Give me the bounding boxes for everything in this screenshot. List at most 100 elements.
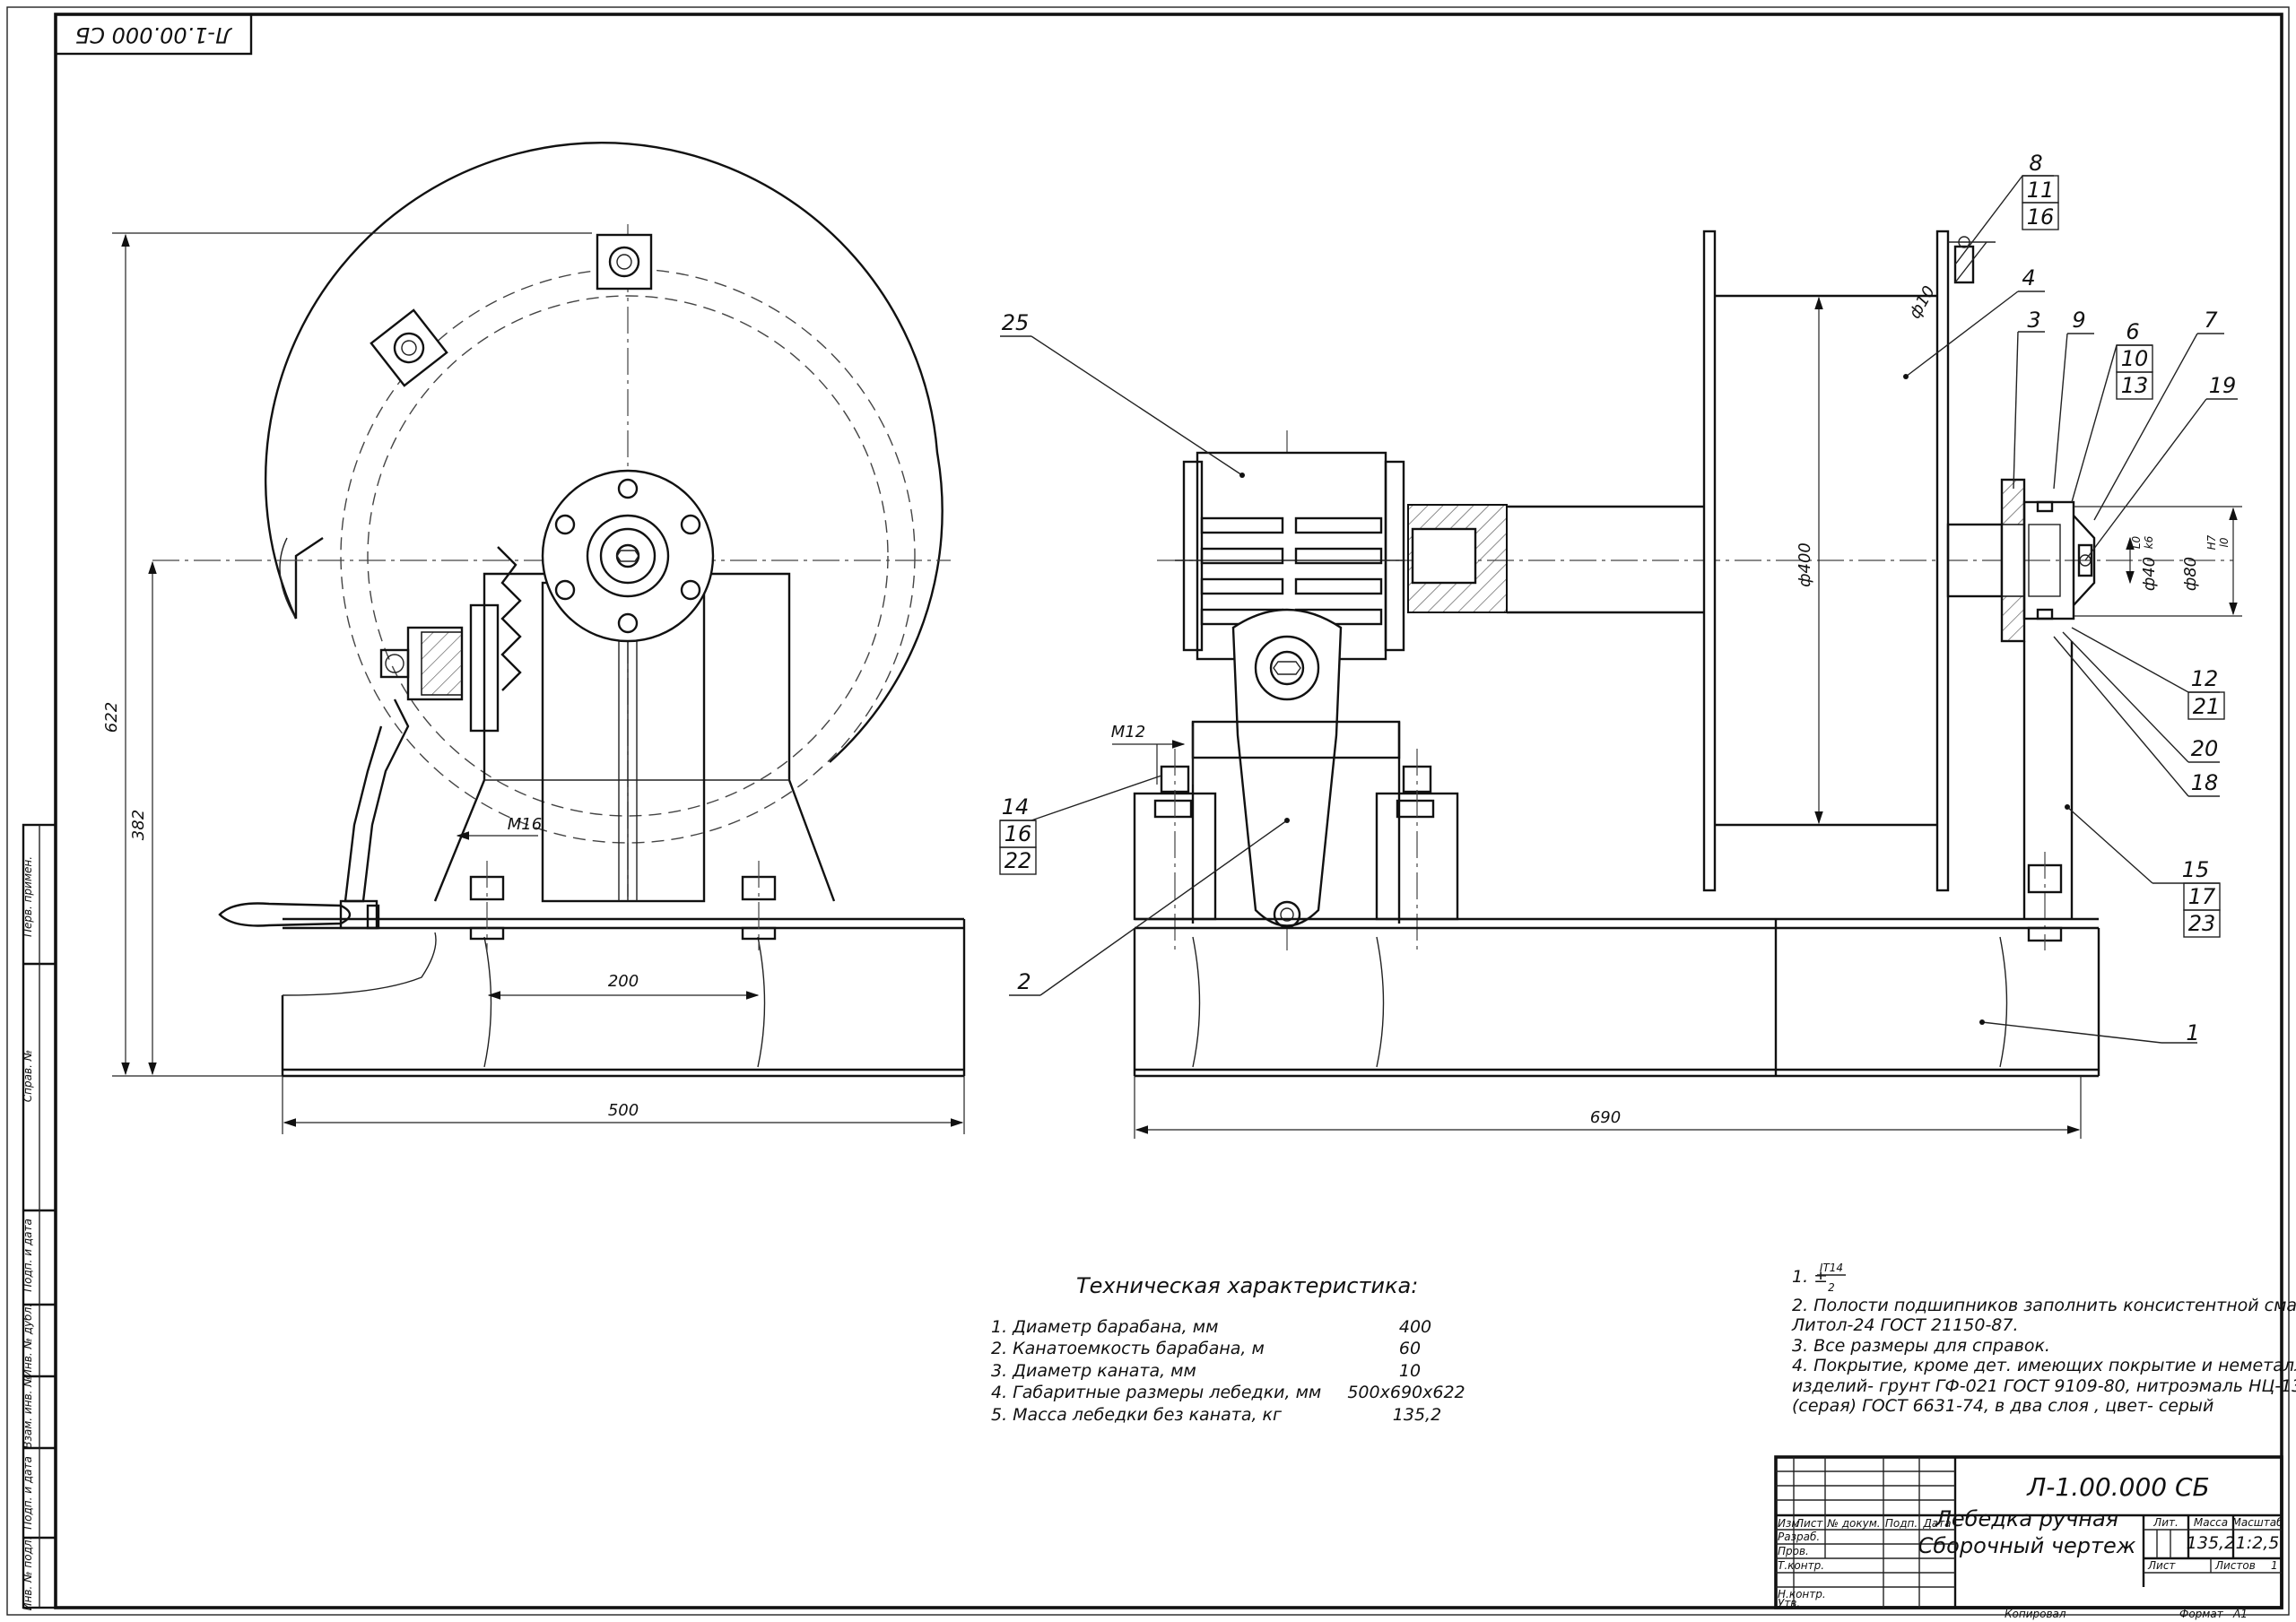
corner-designation: Л-1.00.000 СБ xyxy=(75,22,232,48)
tech-spec-row: 2. Канатоемкость барабана, м 60 xyxy=(991,1339,1421,1358)
dim-overall-height: 622 xyxy=(102,702,121,733)
tech-spec-label: 5. Масса лебедки без каната, кг xyxy=(991,1405,1283,1425)
tb-format: А1 xyxy=(2232,1608,2248,1620)
dim-bolt-spacing: 200 xyxy=(608,972,639,991)
pos-23: 23 xyxy=(2188,911,2216,936)
pos-15: 15 xyxy=(2182,857,2210,882)
note-1-den: 2 xyxy=(1828,1281,1835,1294)
pos-16a: 16 xyxy=(2027,204,2055,230)
tb-mass: 135,2 xyxy=(2187,1533,2235,1553)
tb-row-tkontr: Т.контр. xyxy=(1778,1559,1824,1572)
tech-spec-value: 60 xyxy=(1399,1339,1421,1358)
sheet-frame xyxy=(6,6,2290,1616)
tb-sheets-label: Листов xyxy=(2214,1559,2256,1572)
tech-spec-label: 3. Диаметр каната, мм xyxy=(991,1361,1196,1381)
stamp-podp-data-1: Подп. и дата xyxy=(22,1219,34,1292)
front-view: 622 382 500 200 M16 xyxy=(102,142,966,1134)
pos-11: 11 xyxy=(2027,178,2055,203)
tb-hdr-scale: Масштаб xyxy=(2231,1516,2283,1529)
tb-name-line2: Сборочный чертеж xyxy=(1918,1533,2136,1558)
note-line: (серая) ГОСТ 6631-74, в два слоя , цвет-… xyxy=(1792,1396,2213,1416)
tb-copied: Копировал xyxy=(2005,1608,2066,1620)
tb-col-date: Дата xyxy=(1922,1517,1951,1530)
technical-notes: 1. ± IT14 2 2. Полости подшипников запол… xyxy=(1791,1262,2296,1416)
tb-col-list: Лист xyxy=(1795,1517,1823,1530)
tb-name-line1: Лебедка ручная xyxy=(1935,1506,2118,1531)
note-1-prefix: 1. ± xyxy=(1792,1267,1828,1287)
tech-spec: Техническая характеристика: 1. Диаметр б… xyxy=(991,1273,1465,1425)
tech-spec-value: 135,2 xyxy=(1393,1405,1441,1425)
tech-spec-row: 5. Масса лебедки без каната, кг 135,2 xyxy=(991,1405,1441,1425)
dim-width-front: 500 xyxy=(608,1101,639,1120)
pos-3: 3 xyxy=(2027,308,2040,333)
flange-bolts xyxy=(554,478,701,634)
tech-spec-row: 4. Габаритные размеры лебедки, мм 500x69… xyxy=(991,1383,1465,1402)
tech-spec-value: 10 xyxy=(1399,1361,1421,1381)
stamp-inv-podl: Инв. № подл. xyxy=(22,1537,34,1611)
dim-fit-a-num: L0 xyxy=(2130,535,2143,549)
tech-spec-row: 1. Диаметр барабана, мм 400 xyxy=(991,1317,1431,1337)
note-1-num: IT14 xyxy=(1820,1262,1843,1274)
side-view: ф400 ф10 ф80 H7 l0 ф40 L0 k6 xyxy=(1111,230,2242,1139)
pos-8: 8 xyxy=(2029,151,2042,176)
pos-12: 12 xyxy=(2191,666,2219,691)
pos-14: 14 xyxy=(1002,794,1030,820)
tech-spec-label: 4. Габаритные размеры лебедки, мм xyxy=(991,1383,1321,1402)
dim-fit-b-den: l0 xyxy=(2218,537,2231,547)
tb-sheet-label: Лист xyxy=(2147,1559,2176,1572)
pos-10: 10 xyxy=(2121,346,2149,371)
note-line: изделий- грунт ГФ-021 ГОСТ 9109-80, нитр… xyxy=(1792,1376,2296,1396)
dim-shaft-a: ф40 xyxy=(2140,557,2159,591)
stamp-podp-data-2: Подп. и дата xyxy=(22,1456,34,1530)
note-line: 2. Полости подшипников заполнить консист… xyxy=(1792,1296,2296,1315)
tb-col-doc: № докум. xyxy=(1826,1517,1880,1530)
dim-fit-b-num: H7 xyxy=(2205,534,2218,550)
note-line: 4. Покрытие, кроме дет. имеющих покрытие… xyxy=(1792,1356,2296,1375)
tech-spec-label: 2. Канатоемкость барабана, м xyxy=(991,1339,1265,1358)
dim-axis-height: 382 xyxy=(129,810,148,840)
pos-4: 4 xyxy=(2022,265,2035,291)
tech-spec-label: 1. Диаметр барабана, мм xyxy=(991,1317,1218,1337)
note-line: 3. Все размеры для справок. xyxy=(1792,1336,2050,1356)
dim-thread-m12: M12 xyxy=(1111,723,1145,742)
pos-18: 18 xyxy=(2191,770,2219,795)
tb-format-label: Формат xyxy=(2179,1608,2224,1620)
position-leaders: 8 11 16 4 3 9 6 10 13 7 19 xyxy=(999,151,2238,1045)
stamp-vzam-inv: Взам. инв. № xyxy=(22,1375,34,1448)
dim-pin-dia: ф10 xyxy=(1906,282,1939,322)
tb-sheets-count: 1 xyxy=(2271,1559,2278,1572)
dim-fit-a-den: k6 xyxy=(2143,535,2155,549)
note-line: Литол-24 ГОСТ 21150-87. xyxy=(1791,1315,2019,1335)
tech-spec-heading: Техническая характеристика: xyxy=(1076,1273,1418,1298)
pos-21: 21 xyxy=(2193,694,2221,719)
corner-designation-box: Л-1.00.000 СБ xyxy=(54,13,253,56)
tb-hdr-mass: Масса xyxy=(2194,1516,2228,1529)
dim-drum-dia: ф400 xyxy=(1796,542,1814,587)
pos-6: 6 xyxy=(2126,319,2139,344)
title-block: Изм Лист № докум. Подп. Дата Разраб. Про… xyxy=(1774,1455,2283,1620)
tb-hdr-lit: Лит. xyxy=(2152,1516,2179,1529)
tb-col-izm: Изм xyxy=(1778,1517,1799,1530)
pos-2: 2 xyxy=(1017,969,1031,994)
pos-16b: 16 xyxy=(1004,821,1032,846)
pos-20: 20 xyxy=(2191,736,2219,761)
tech-spec-value: 500x690x622 xyxy=(1347,1383,1465,1402)
dim-thread-m16: M16 xyxy=(508,815,542,834)
stamp-inv-dubl: Инв. № дубл. xyxy=(22,1304,34,1377)
tb-row-razrab: Разраб. xyxy=(1778,1531,1820,1543)
pos-17: 17 xyxy=(2188,884,2216,909)
pos-7: 7 xyxy=(2204,308,2218,333)
stamp-perv-primen: Перв. примен. xyxy=(22,856,34,937)
pos-13: 13 xyxy=(2121,373,2149,398)
pos-25: 25 xyxy=(1002,310,1030,335)
pos-1: 1 xyxy=(2186,1020,2199,1045)
stamp-sprav-no: Справ. № xyxy=(22,1050,34,1102)
tb-designation: Л-1.00.000 СБ xyxy=(2026,1472,2210,1502)
dim-shaft-b: ф80 xyxy=(2181,557,2200,591)
tb-row-nkontr: Н.контр. xyxy=(1778,1588,1826,1600)
tb-row-prov: Пров. xyxy=(1778,1545,1809,1557)
tech-spec-value: 400 xyxy=(1399,1317,1431,1337)
tb-col-sign: Подп. xyxy=(1885,1517,1918,1530)
pos-19: 19 xyxy=(2209,373,2237,398)
tech-spec-row: 3. Диаметр каната, мм 10 xyxy=(991,1361,1421,1381)
